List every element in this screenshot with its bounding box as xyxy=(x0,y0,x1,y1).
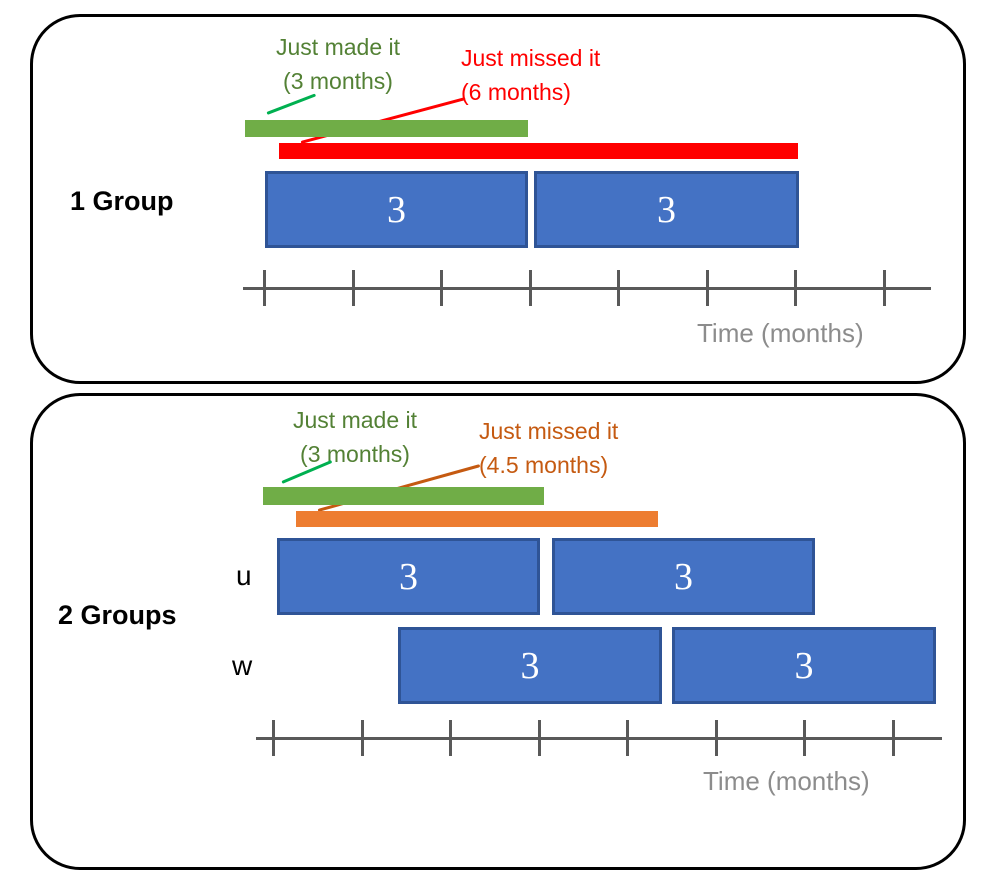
axis-tick xyxy=(529,270,532,306)
time-axis-label: Time (months) xyxy=(697,318,864,348)
time-axis-label: Time (months) xyxy=(703,766,870,796)
axis-tick xyxy=(883,270,886,306)
made-it-bar xyxy=(245,120,528,137)
axis-tick xyxy=(626,720,629,756)
axis-tick xyxy=(263,270,266,306)
missed-it-callout-line1: Just missed it xyxy=(461,45,601,71)
axis-tick xyxy=(803,720,806,756)
duration-box: 3 xyxy=(398,627,662,704)
missed-it-bar xyxy=(296,511,658,527)
row-u-label: u xyxy=(236,560,252,591)
missed-it-bar xyxy=(279,143,798,159)
axis-tick xyxy=(706,270,709,306)
axis-tick xyxy=(892,720,895,756)
duration-box: 3 xyxy=(265,171,528,248)
made-it-callout: Just made it (3 months) xyxy=(280,403,430,471)
axis-tick xyxy=(361,720,364,756)
axis-tick xyxy=(617,270,620,306)
duration-box: 3 xyxy=(672,627,936,704)
missed-it-callout: Just missed it (4.5 months) xyxy=(479,414,618,482)
made-it-bar xyxy=(263,487,544,505)
duration-box: 3 xyxy=(534,171,799,248)
axis-tick xyxy=(272,720,275,756)
made-it-callout-line2: (3 months) xyxy=(283,68,393,94)
made-it-callout: Just made it (3 months) xyxy=(263,30,413,98)
time-axis xyxy=(243,287,931,290)
axis-tick xyxy=(352,270,355,306)
axis-tick xyxy=(449,720,452,756)
missed-it-callout-line2: (6 months) xyxy=(461,79,571,105)
group-2-label: 2 Groups xyxy=(58,600,177,630)
row-w-label: w xyxy=(232,650,253,681)
made-it-callout-line1: Just made it xyxy=(276,34,400,60)
axis-tick xyxy=(440,270,443,306)
missed-it-callout-line1: Just missed it xyxy=(479,418,619,444)
duration-box: 3 xyxy=(277,538,540,615)
missed-it-callout-line2: (4.5 months) xyxy=(479,452,609,478)
time-axis xyxy=(256,737,942,740)
missed-it-callout: Just missed it (6 months) xyxy=(461,41,600,109)
axis-tick xyxy=(538,720,541,756)
duration-box: 3 xyxy=(552,538,815,615)
axis-tick xyxy=(715,720,718,756)
made-it-callout-line2: (3 months) xyxy=(300,441,410,467)
axis-tick xyxy=(794,270,797,306)
made-it-callout-line1: Just made it xyxy=(293,407,417,433)
group-1-label: 1 Group xyxy=(70,186,174,216)
